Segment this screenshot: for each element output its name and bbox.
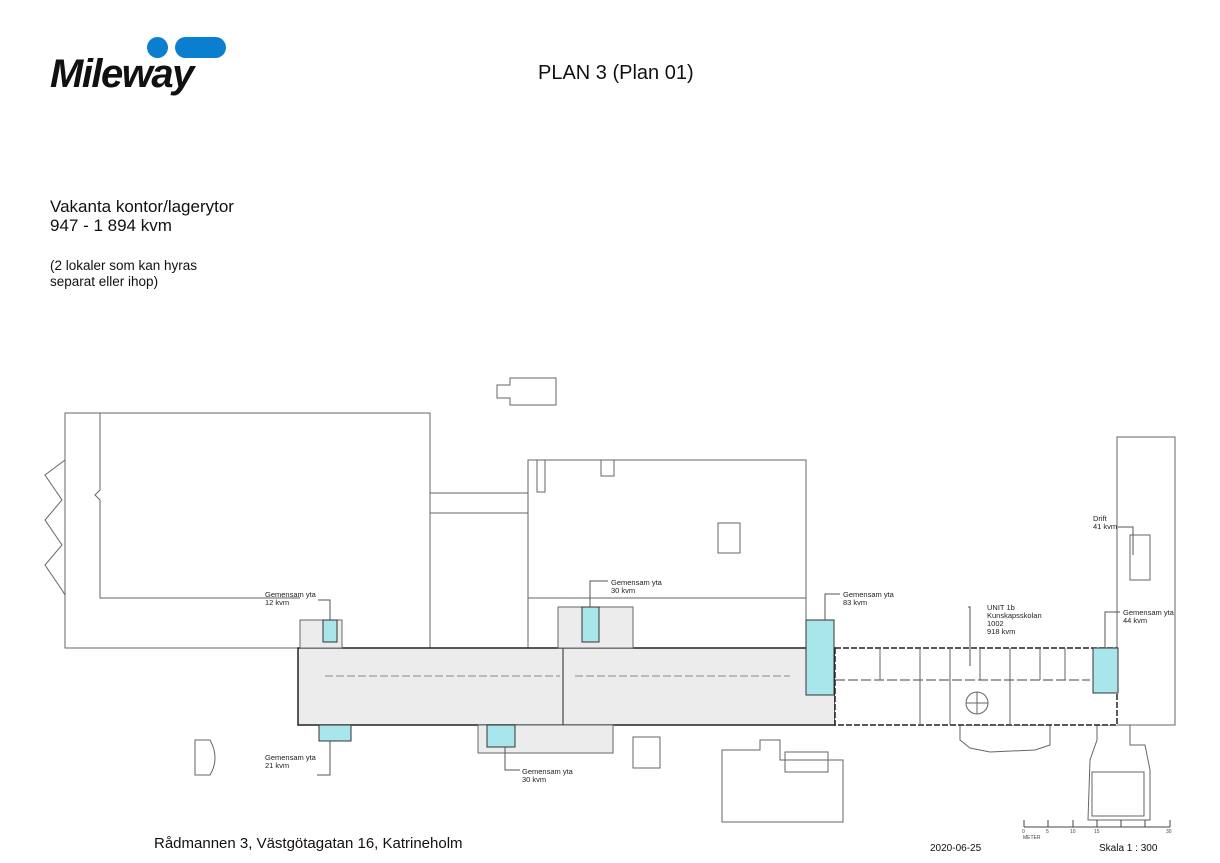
scale-tick: 10 xyxy=(1070,829,1076,835)
scale-tick: 0 xyxy=(1022,829,1025,835)
scale-tick: 30 xyxy=(1166,829,1172,835)
scale-tick: 15 xyxy=(1094,829,1100,835)
unit-label: UNIT 1b xyxy=(987,603,1015,612)
scale-text: Skala 1 : 300 xyxy=(1099,843,1158,854)
label-name: Gemensam yta xyxy=(265,590,317,599)
scale-bar: 0 5 10 15 30 METER xyxy=(1022,820,1172,841)
label-name: Gemensam yta xyxy=(522,767,574,776)
address: Rådmannen 3, Västgötagatan 16, Katrineho… xyxy=(154,835,463,852)
label-name: Gemensam yta xyxy=(843,590,895,599)
note-line: separat eller ihop) xyxy=(50,274,159,289)
page-title: PLAN 3 (Plan 01) xyxy=(538,62,694,84)
unit-tenant: Kunskapsskolan xyxy=(987,611,1042,620)
note-line: (2 lokaler som kan hyras xyxy=(50,258,198,273)
unit-number: 1002 xyxy=(987,619,1004,628)
building-outlines xyxy=(44,377,1176,823)
common-areas xyxy=(318,606,1119,748)
scale-tick: 5 xyxy=(1046,829,1049,835)
logo: Mileway xyxy=(50,52,194,96)
label-area: 30 kvm xyxy=(522,775,546,784)
label-area: 83 kvm xyxy=(843,598,867,607)
scale-unit: METER xyxy=(1023,835,1041,841)
logo-dot xyxy=(147,37,168,58)
label-name: Drift xyxy=(1093,514,1108,523)
unit-area: 918 kvm xyxy=(987,627,1015,636)
vacancy-note: (2 lokaler som kan hyras separat eller i… xyxy=(50,258,197,290)
label-area: 30 kvm xyxy=(611,586,635,595)
label-area: 21 kvm xyxy=(265,761,289,770)
label-area: 41 kvm xyxy=(1093,522,1117,531)
vacancy-heading: Vakanta kontor/lagerytor 947 - 1 894 kvm xyxy=(50,197,234,235)
date: 2020-06-25 xyxy=(930,843,982,854)
label-area: 12 kvm xyxy=(265,598,289,607)
leader-lines xyxy=(317,526,1134,776)
label-name: Gemensam yta xyxy=(611,578,663,587)
heading-line: Vakanta kontor/lagerytor xyxy=(50,197,234,216)
label-name: Gemensam yta xyxy=(1123,608,1175,617)
heading-area: 947 - 1 894 kvm xyxy=(50,216,172,235)
label-area: 44 kvm xyxy=(1123,616,1147,625)
logo-pill xyxy=(175,37,226,58)
label-name: Gemensam yta xyxy=(265,753,317,762)
area-labels: Gemensam yta 12 kvm Gemensam yta 30 kvm … xyxy=(265,514,1175,784)
